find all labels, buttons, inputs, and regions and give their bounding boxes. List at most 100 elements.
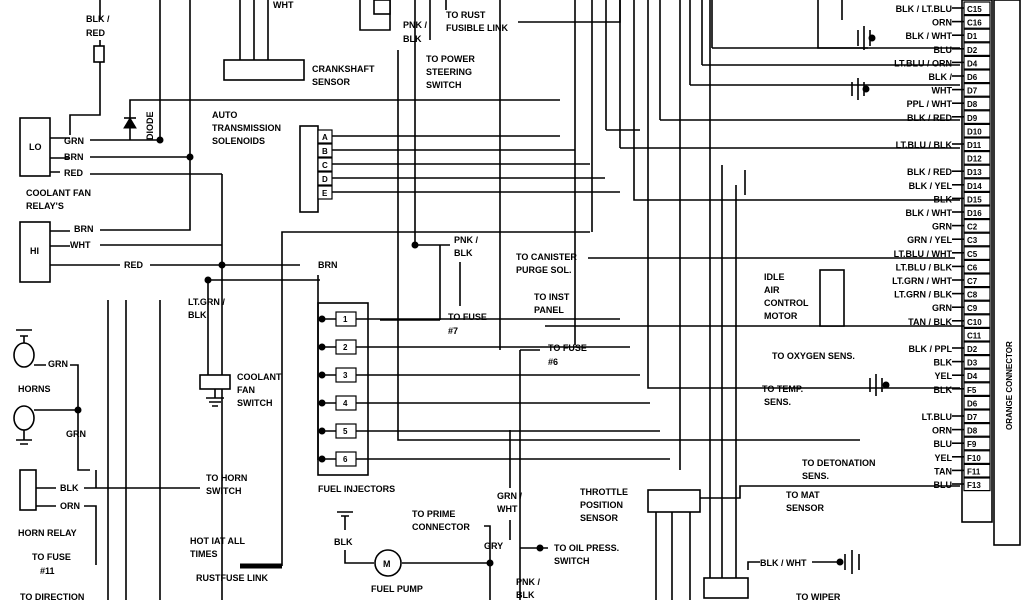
label-horn-orn: ORN bbox=[60, 501, 80, 511]
label-to-rust1: TO RUST bbox=[446, 10, 486, 20]
connector-pin-label: C5 bbox=[967, 250, 978, 259]
connector-wire-label: BLK / YEL bbox=[909, 181, 953, 191]
label-horn-blk: BLK bbox=[60, 483, 79, 493]
solenoid-pin-A: A bbox=[317, 129, 560, 144]
connector-wire-label: BLU bbox=[934, 480, 953, 490]
top-connector bbox=[373, 0, 391, 15]
label-toinst2: PANEL bbox=[534, 305, 564, 315]
connector-wire-label: ORN bbox=[932, 426, 952, 436]
label-coolant-relay2: RELAY'S bbox=[26, 201, 64, 211]
wiper-connector bbox=[703, 577, 749, 599]
connector-wire-label: BLK / LT.BLU bbox=[896, 4, 952, 14]
idle-air-control-motor bbox=[819, 269, 845, 327]
connector-pin-label: C10 bbox=[967, 318, 982, 327]
connector-pin-label: D8 bbox=[967, 100, 978, 109]
label-toinst1: TO INST bbox=[534, 292, 570, 302]
label-blk-red-top: BLK / bbox=[86, 14, 110, 24]
label-tofuse11a: TO FUSE bbox=[32, 552, 71, 562]
connector-wire-label: BLU bbox=[934, 439, 953, 449]
wire-pnk-blk bbox=[380, 244, 450, 321]
label-towiper: TO WIPER bbox=[796, 592, 841, 600]
connector-wire-label: BLK / WHT bbox=[906, 31, 953, 41]
connector-wire-label: LT.BLU / BLK bbox=[896, 262, 953, 272]
label-prime2: CONNECTOR bbox=[412, 522, 470, 532]
label-oil1: TO OIL PRESS. bbox=[554, 543, 619, 553]
label-deto2: SENS. bbox=[802, 471, 829, 481]
injector-label: 3 bbox=[343, 371, 348, 380]
label-mat2: SENSOR bbox=[786, 503, 825, 513]
connector-pin-label: C9 bbox=[967, 304, 978, 313]
wire-diode bbox=[129, 99, 560, 140]
connector-pin-d8-31: D8 ORN bbox=[932, 423, 991, 437]
wire-horn-grn bbox=[34, 364, 90, 471]
connector-wire-label: LT.BLU / ORN bbox=[894, 58, 952, 68]
label-temp1: TO TEMP. bbox=[762, 384, 803, 394]
connector-pin-label: D7 bbox=[967, 87, 978, 96]
connector-pin-label: D16 bbox=[967, 209, 982, 218]
label-prime1: TO PRIME bbox=[412, 509, 455, 519]
label-pnkblk2: BLK bbox=[454, 248, 473, 258]
connector-pin-label: D7 bbox=[967, 413, 978, 422]
label-blk-pump: BLK bbox=[334, 537, 353, 547]
label-deto1: TO DETONATION bbox=[802, 458, 876, 468]
connector-wire-label: BLK bbox=[934, 358, 953, 368]
connector-pin-label: F9 bbox=[967, 440, 977, 449]
injector-label: 4 bbox=[343, 399, 348, 408]
connector-pin-label: D8 bbox=[967, 427, 978, 436]
connector-pin-label: C7 bbox=[967, 277, 978, 286]
label-pnkblk-b2: BLK bbox=[516, 590, 535, 600]
label-fuelpump: FUEL PUMP bbox=[371, 584, 423, 594]
coolant-relay-lo bbox=[19, 117, 51, 177]
connector-pin-d10-9: D10 bbox=[963, 123, 991, 138]
label-crank1: CRANKSHAFT bbox=[312, 64, 375, 74]
connector-wire-label: ORN bbox=[932, 18, 952, 28]
connector-pin-c11-24: C11 bbox=[963, 327, 991, 342]
label-brn1: BRN bbox=[64, 152, 84, 162]
connector-wire-label: BLK bbox=[934, 385, 953, 395]
label-red1: RED bbox=[64, 168, 84, 178]
coolant-relay-hi bbox=[19, 221, 51, 283]
solenoid-pin-C: C bbox=[317, 157, 590, 172]
diode-symbol bbox=[123, 117, 137, 129]
label-power1: TO POWER bbox=[426, 54, 475, 64]
connector-pin-label: C16 bbox=[967, 19, 982, 28]
injector-label: 6 bbox=[343, 455, 348, 464]
label-idle3: CONTROL bbox=[764, 298, 809, 308]
label-gry: GRY bbox=[484, 541, 503, 551]
label-blk-red-top2: RED bbox=[86, 28, 106, 38]
connector-pin-label: D6 bbox=[967, 399, 978, 408]
horn-relay bbox=[19, 469, 37, 511]
connector-wire-label: BLU bbox=[934, 45, 953, 55]
label-horn-grn2: GRN bbox=[66, 429, 86, 439]
connector-pin-label: D9 bbox=[967, 114, 978, 123]
wire-bundle-top bbox=[574, 0, 713, 345]
connector-pin-c16-1: C16 ORN bbox=[932, 15, 991, 29]
connector-pin-label: C8 bbox=[967, 291, 978, 300]
top-connector-wire bbox=[359, 0, 391, 31]
label-motor-m: M bbox=[383, 559, 391, 569]
label-hi: HI bbox=[30, 246, 39, 256]
crank-wires bbox=[239, 0, 269, 60]
wire-pump bbox=[344, 550, 490, 564]
label-coolant-relay1: COOLANT FAN bbox=[26, 188, 91, 198]
wire-to-rust bbox=[518, 0, 621, 23]
connector-pin-label: D12 bbox=[967, 155, 982, 164]
label-tohorn2: SWITCH bbox=[206, 486, 242, 496]
connector-wire-label: LT.GRN / WHT bbox=[892, 276, 952, 286]
label-cfs3: SWITCH bbox=[237, 398, 273, 408]
connector-pin-label: C3 bbox=[967, 236, 978, 245]
fuel-pump-motor bbox=[374, 549, 402, 577]
